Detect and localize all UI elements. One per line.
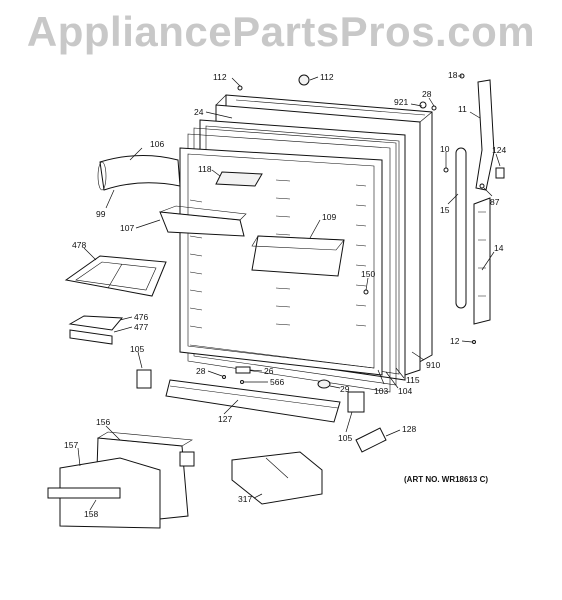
- part-105-bracket-right: [347, 391, 365, 413]
- hardware-parts: [222, 289, 369, 389]
- callout-128: 128: [402, 424, 416, 434]
- callout-118: 118: [198, 164, 212, 174]
- callout-477: 477: [134, 322, 148, 332]
- part-105-bracket-left: [136, 369, 152, 389]
- callout-24: 24: [194, 107, 204, 117]
- callout-99: 99: [96, 209, 106, 219]
- part-476-477-ice-bin: [68, 315, 124, 345]
- callout-104: 104: [398, 386, 412, 396]
- callout-124: 124: [492, 145, 506, 155]
- part-317-door-bin: [231, 451, 323, 505]
- callout-15: 15: [440, 205, 450, 215]
- hinge-assembly: [419, 73, 505, 344]
- callout-labels: 112 112 18 921 28 24 11 106 10 124 118 9…: [64, 70, 506, 519]
- callout-12: 12: [450, 336, 460, 346]
- callout-566: 566: [270, 377, 284, 387]
- art-number: (ART NO. WR18613 C): [404, 475, 488, 484]
- callout-105-left: 105: [130, 344, 144, 354]
- part-127-kick-plate: [165, 379, 341, 423]
- callout-26: 26: [264, 366, 274, 376]
- callout-317: 317: [238, 494, 252, 504]
- part-107-dairy-shelf: [159, 205, 247, 237]
- watermark-logo: AppliancePartsPros.com: [26, 8, 536, 55]
- plug-112: [298, 74, 310, 86]
- callout-476: 476: [134, 312, 148, 322]
- part-478-ice-tray: [64, 255, 167, 297]
- callout-910: 910: [426, 360, 440, 370]
- callout-29: 29: [340, 384, 350, 394]
- callout-921: 921: [394, 97, 408, 107]
- callout-112-plug: 112: [320, 72, 334, 82]
- callout-107: 107: [120, 223, 134, 233]
- callout-158: 158: [84, 509, 98, 519]
- callout-28-top: 28: [422, 89, 432, 99]
- callout-106: 106: [150, 139, 164, 149]
- callout-105-right: 105: [338, 433, 352, 443]
- callout-109: 109: [322, 212, 336, 222]
- callout-157: 157: [64, 440, 78, 450]
- callout-10: 10: [440, 144, 450, 154]
- callout-478: 478: [72, 240, 86, 250]
- callout-11: 11: [458, 104, 467, 114]
- part-118-butter-tray: [215, 171, 263, 187]
- callout-127: 127: [218, 414, 232, 424]
- callout-150: 150: [361, 269, 375, 279]
- screw-112: [237, 85, 243, 91]
- callout-156: 156: [96, 417, 110, 427]
- callout-103: 103: [374, 386, 388, 396]
- leader-lines: [77, 75, 501, 511]
- callout-87: 87: [490, 197, 500, 207]
- callout-14: 14: [494, 243, 504, 253]
- part-109-door-bin: [251, 235, 345, 277]
- callout-18: 18: [448, 70, 458, 80]
- callout-28-bottom: 28: [196, 366, 206, 376]
- callout-112-screw: 112: [213, 72, 227, 82]
- part-157-crisper-drawer: [47, 457, 161, 529]
- callout-115: 115: [406, 375, 420, 385]
- part-106-dairy-cover: [97, 154, 181, 191]
- part-128-handle-cap: [355, 427, 387, 453]
